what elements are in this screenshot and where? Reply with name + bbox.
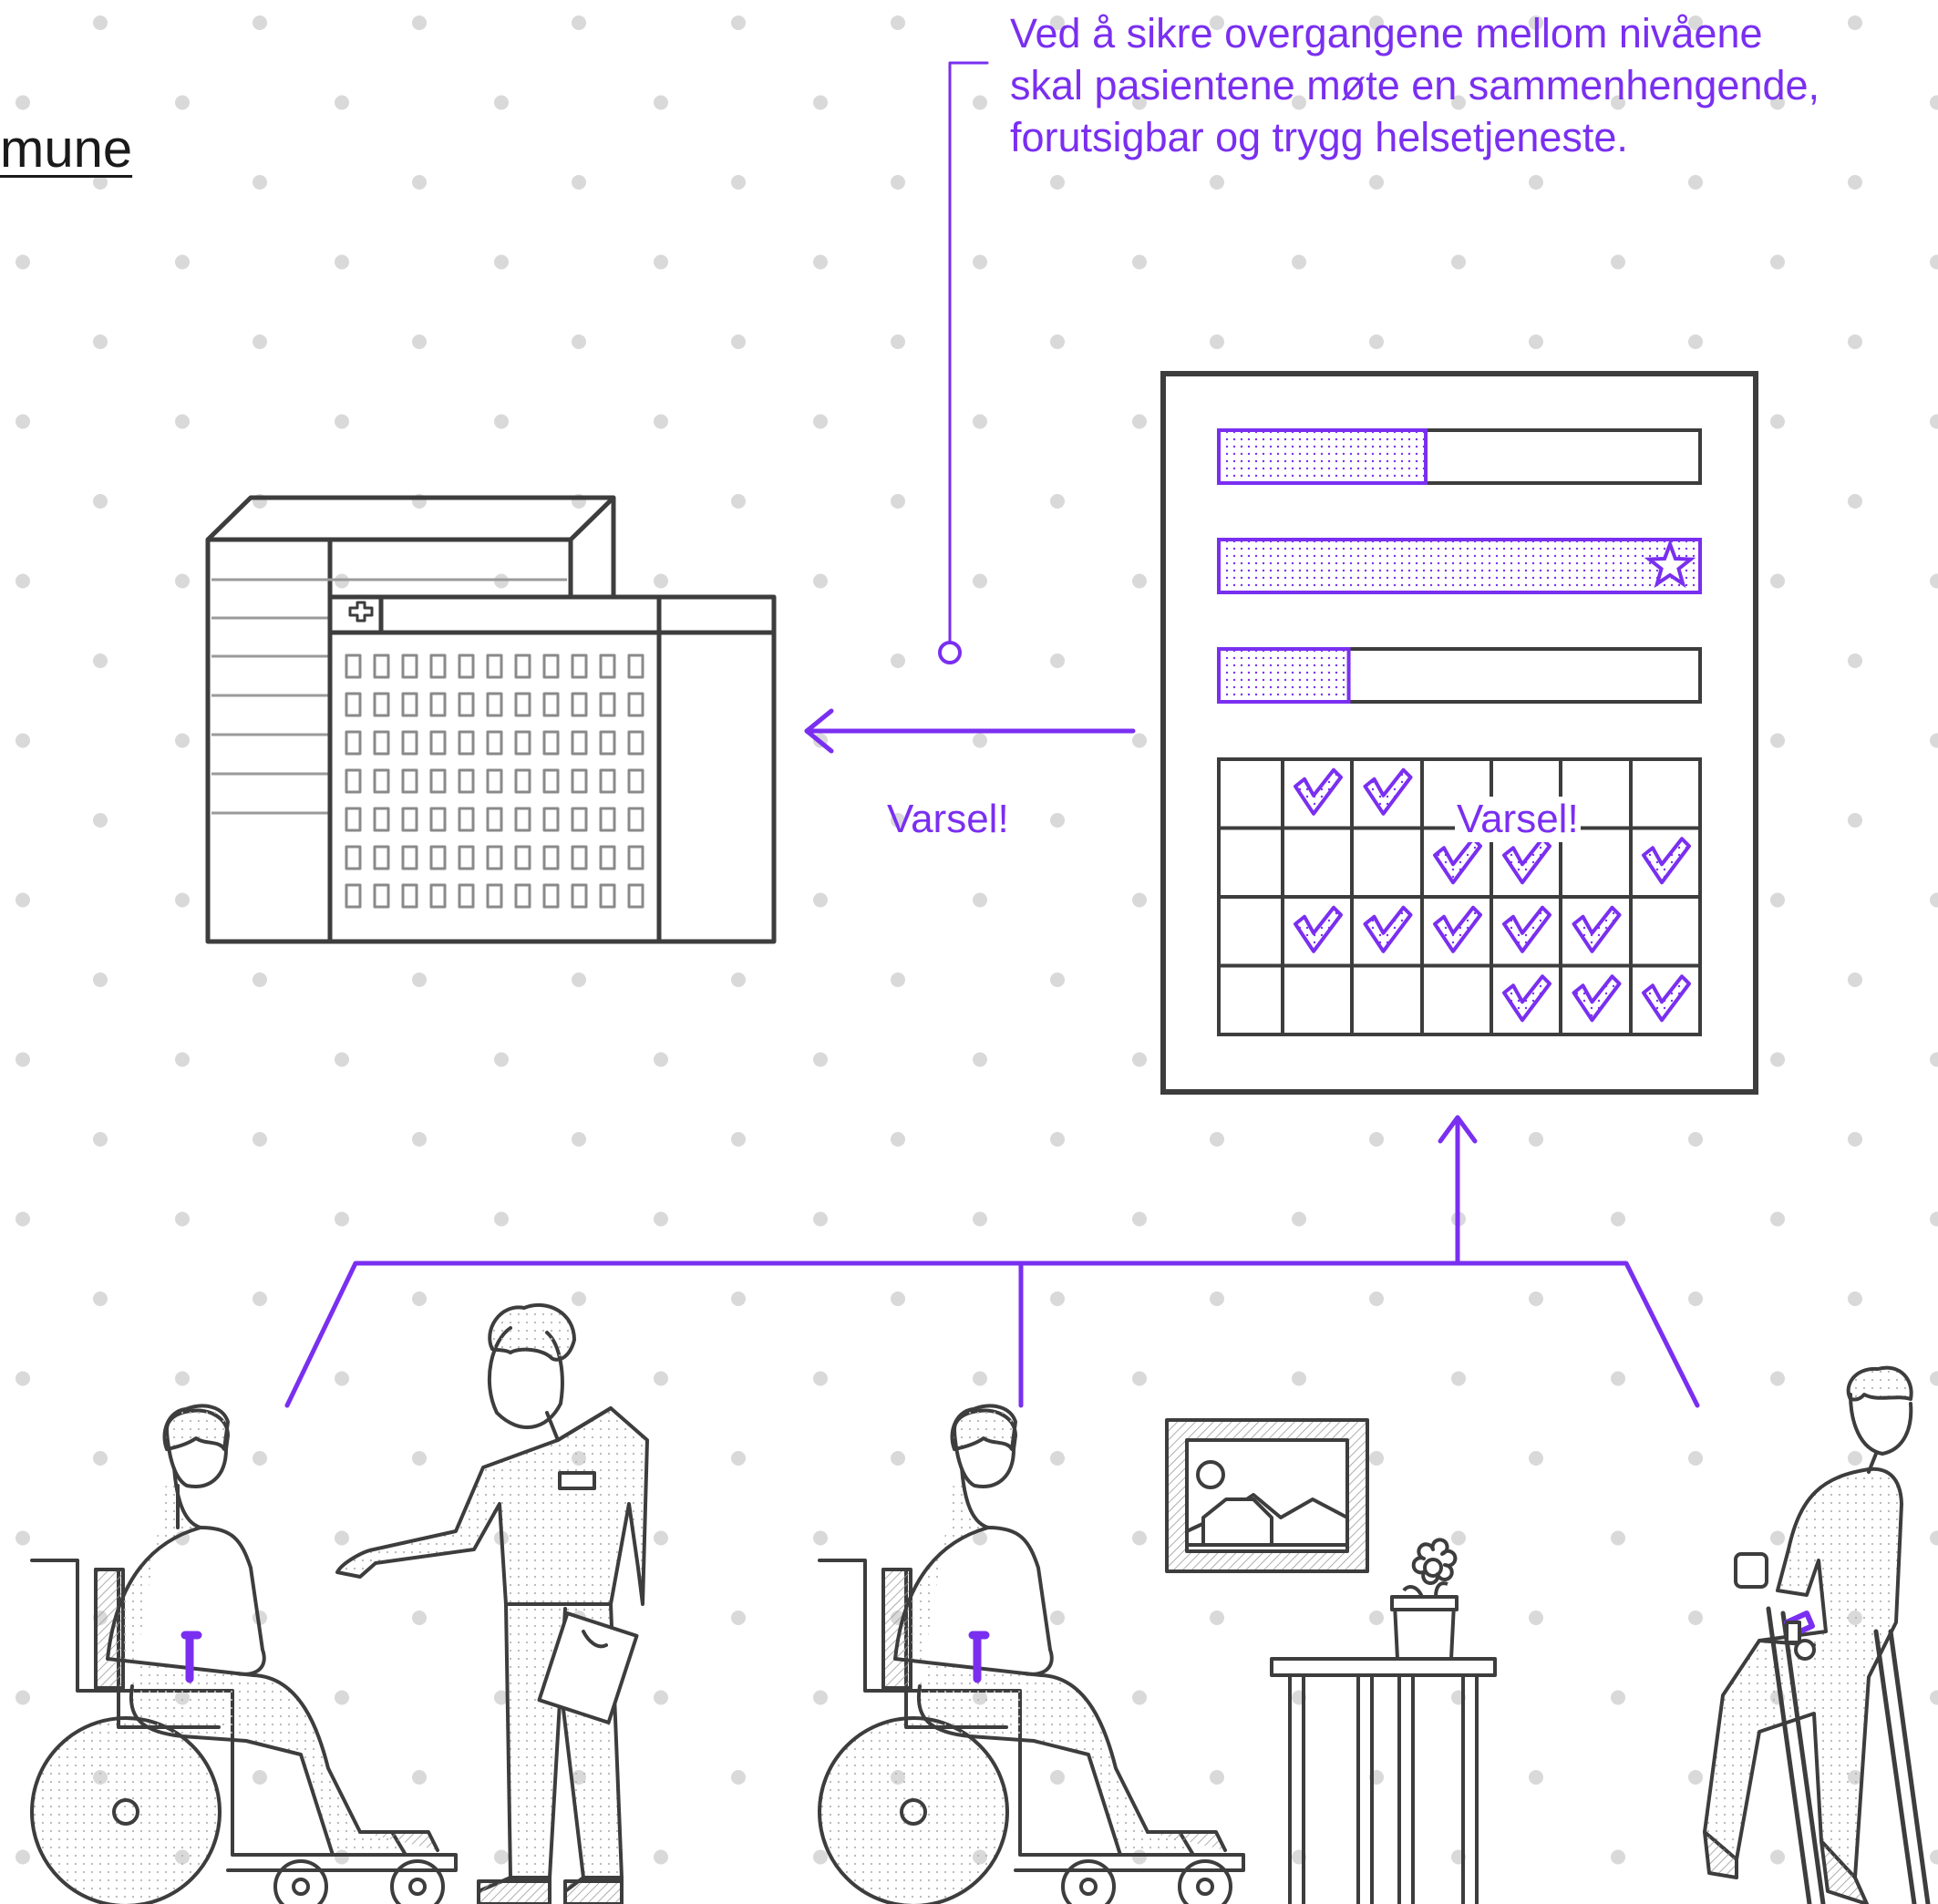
checkmark-icon [1294, 767, 1343, 816]
caption-line: skal pasientene møte en sammenhengende, [1010, 62, 1820, 108]
progress-fill [1217, 647, 1351, 704]
picture-frame-icon [1165, 1418, 1369, 1573]
connectors [284, 61, 1700, 1408]
checkmark-icon [1363, 767, 1413, 816]
checkmark-icon [1572, 905, 1622, 953]
progress-bar [1217, 538, 1702, 594]
alert-label-right: Varsel! [1455, 797, 1581, 842]
side-table-with-plant [1270, 1538, 1497, 1904]
checkmark-icon [1502, 974, 1551, 1023]
checkmark-icon [1502, 905, 1551, 953]
municipality-link[interactable]: mune [0, 119, 133, 179]
nurse-figure [335, 1302, 649, 1904]
progress-bars [1217, 428, 1702, 704]
checkmark-icon [1642, 974, 1691, 1023]
checkmark-icon [1363, 905, 1413, 953]
crutch-walker-patient [1703, 1365, 1931, 1904]
caption-line: forutsigbar og trygg helsetjeneste. [1010, 114, 1628, 160]
wheelchair-patient-left [30, 1404, 458, 1904]
progress-bar [1217, 428, 1702, 485]
checkmark-icon [1433, 905, 1482, 953]
pointer-dot [938, 641, 962, 664]
hospital-building-icon [205, 495, 777, 944]
checkmark-icon [1642, 837, 1691, 885]
checkmark-icon [1572, 974, 1622, 1023]
caption-line: Ved å sikre overgangene mellom nivåene [1010, 10, 1763, 57]
progress-fill [1217, 538, 1702, 594]
checkmark-icon [1294, 905, 1343, 953]
wheelchair-patient-middle [818, 1404, 1245, 1904]
progress-fill [1217, 428, 1428, 485]
caption-text: Ved å sikre overgangene mellom nivåene s… [1010, 7, 1931, 163]
alert-label-left: Varsel! [887, 797, 1009, 841]
patients-connector [284, 1261, 1700, 1408]
progress-bar [1217, 647, 1702, 704]
dashboard-panel [1160, 371, 1758, 1095]
hospital-cross-icon [348, 601, 374, 623]
star-icon [1644, 539, 1696, 589]
